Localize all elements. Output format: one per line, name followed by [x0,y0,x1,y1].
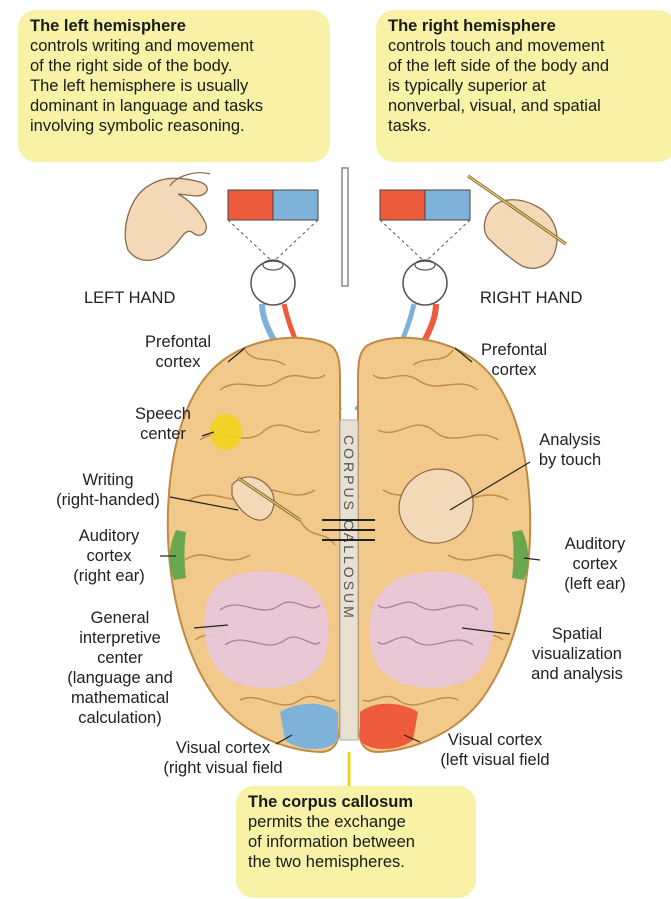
right-hand-label: RIGHT HAND [480,288,582,308]
left-hemisphere [168,338,340,752]
left-hand-label: LEFT HAND [84,288,175,308]
right-eye-red-field [380,190,425,220]
prefontal-cortex-right-label: Prefontal cortex [464,340,564,380]
analysis-by-touch-label: Analysis by touch [520,430,620,470]
right-eye-blue-field [425,190,470,220]
corpus-callosum-title: The corpus callosum [248,792,466,812]
left-eye-blue-field [273,190,318,220]
visual-cortex-left-label: Visual cortex (right visual field [138,738,308,778]
visual-divider [342,168,348,286]
corpus-callosum-body: permits the exchange of information betw… [248,812,466,872]
corpus-callosum-box: The corpus callosum permits the exchange… [236,786,476,898]
general-interpretive-label: General interpretive center (language an… [50,608,190,728]
speech-center-region [210,414,242,450]
prefontal-cortex-left-label: Prefontal cortex [128,332,228,372]
writing-label: Writing (right-handed) [38,470,178,510]
spatial-visualization-label: Spatial visualization and analysis [512,624,642,684]
corpus-callosum-label: CORPUS CALLOSUM [341,435,357,621]
visual-cortex-right-label: Visual cortex (left visual field [410,730,580,770]
auditory-cortex-left-label: Auditory cortex (right ear) [54,526,164,586]
left-eye-red-field [228,190,273,220]
right-hand-icon [468,176,566,268]
speech-center-label: Speech center [118,404,208,444]
left-eye-icon [251,260,295,305]
left-hand-icon [125,173,210,261]
right-eye-icon [403,260,447,305]
general-interpretive-region [204,571,328,688]
auditory-cortex-right-label: Auditory cortex (left ear) [540,534,650,594]
right-hemisphere [358,338,530,752]
projection-lines [228,220,470,262]
